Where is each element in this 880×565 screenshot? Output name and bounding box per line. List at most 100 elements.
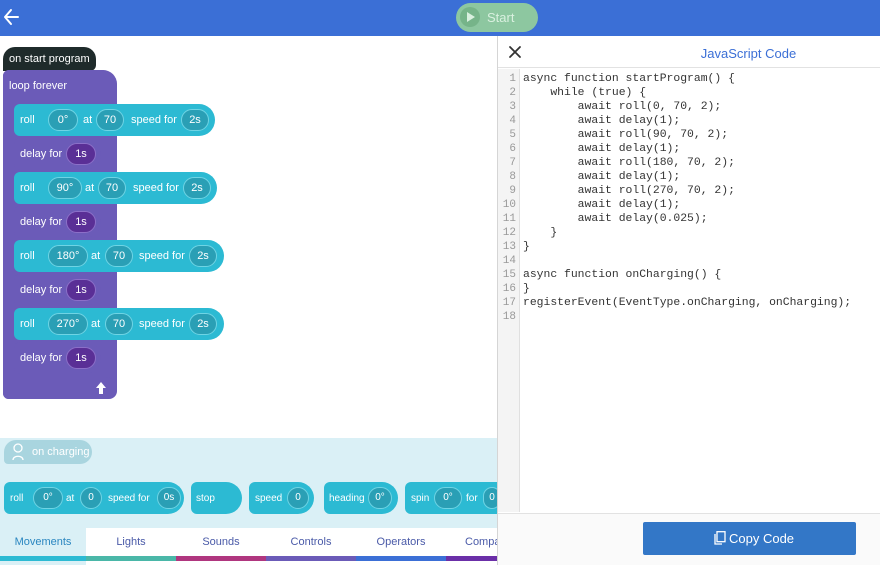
delay-input[interactable]: 1s: [66, 347, 96, 369]
tab-comparators[interactable]: Compa: [446, 528, 497, 565]
speed-input[interactable]: 70: [105, 313, 133, 335]
palette-heading-block[interactable]: heading 0°: [324, 482, 398, 514]
roll-keyword: roll: [20, 114, 35, 126]
at-keyword: at: [66, 493, 75, 504]
copy-icon: [714, 531, 726, 545]
delay-block[interactable]: delay for 1s: [14, 138, 101, 170]
line-number: 17: [502, 297, 516, 309]
line-number: 14: [502, 255, 516, 267]
delay-input[interactable]: 1s: [66, 279, 96, 301]
tab-movements[interactable]: Movements: [0, 528, 86, 565]
palette-spin-block[interactable]: spin 0° for 0: [405, 482, 501, 514]
copy-code-label: Copy Code: [729, 531, 795, 546]
code-line: await delay(1);: [523, 171, 681, 183]
copy-code-button[interactable]: Copy Code: [643, 522, 856, 555]
tab-lights[interactable]: Lights: [86, 528, 176, 565]
heading-input[interactable]: 180°: [48, 245, 88, 267]
back-button[interactable]: [2, 4, 24, 30]
tab-label: Movements: [14, 536, 72, 548]
code-panel-header: JavaScript Code: [498, 36, 880, 68]
on-start-program-block[interactable]: on start program: [3, 47, 96, 71]
tab-label: Controls: [290, 536, 332, 548]
speed-keyword: speed: [255, 493, 283, 504]
line-number: 2: [509, 87, 516, 99]
line-number: 3: [509, 101, 516, 113]
line-number: 15: [502, 269, 516, 281]
delay-block[interactable]: delay for 1s: [14, 342, 101, 374]
palette-roll-block[interactable]: roll 0° at 0 speed for 0s: [4, 482, 184, 514]
time-input[interactable]: 2s: [183, 177, 211, 199]
speed-input[interactable]: 70: [105, 245, 133, 267]
line-number: 6: [509, 143, 516, 155]
time-input[interactable]: 2s: [189, 245, 217, 267]
code-line: await delay(0.025);: [523, 213, 708, 225]
heading-input[interactable]: 0°: [48, 109, 78, 131]
delay-input[interactable]: 1s: [66, 143, 96, 165]
code-panel-title: JavaScript Code: [498, 46, 880, 61]
spin-keyword: spin: [411, 493, 430, 504]
line-number: 11: [502, 213, 516, 225]
heading-input[interactable]: 270°: [48, 313, 88, 335]
heading-input[interactable]: 0°: [368, 487, 392, 509]
code-editor[interactable]: async function startProgram() { while (t…: [520, 69, 880, 512]
heading-input[interactable]: 0°: [33, 487, 63, 509]
heading-input[interactable]: 90°: [48, 177, 82, 199]
block-workspace[interactable]: on start program loop forever roll 0° at…: [0, 36, 497, 441]
speed-for-keyword: speed for: [133, 182, 179, 194]
roll-block[interactable]: roll 180° at 70 speed for 2s: [14, 240, 224, 272]
code-line: }: [523, 241, 530, 253]
code-panel: JavaScript Code async function startProg…: [497, 36, 880, 565]
category-tabs: Movements Lights Sounds Controls Operato…: [0, 528, 497, 565]
tab-color-bar: [356, 556, 446, 561]
spin-input[interactable]: 0°: [434, 487, 462, 509]
line-number: 7: [509, 157, 516, 169]
speed-input[interactable]: 70: [98, 177, 126, 199]
loop-arrow-icon: [96, 382, 106, 394]
at-keyword: at: [83, 114, 93, 126]
code-line: await delay(1);: [523, 199, 681, 211]
palette-speed-block[interactable]: speed 0: [249, 482, 314, 514]
speed-input[interactable]: 0: [287, 487, 309, 509]
roll-block[interactable]: roll 0° at 70 speed for 2s: [14, 104, 215, 136]
for-keyword: for: [466, 493, 478, 504]
line-number: 10: [502, 199, 516, 211]
roll-block[interactable]: roll 90° at 70 speed for 2s: [14, 172, 217, 204]
loop-forever-header[interactable]: loop forever: [3, 70, 117, 102]
time-input[interactable]: 2s: [181, 109, 209, 131]
delay-block[interactable]: delay for 1s: [14, 206, 101, 238]
line-number: 12: [502, 227, 516, 239]
on-charging-block[interactable]: on charging: [4, 440, 92, 464]
delay-keyword: delay for: [20, 352, 63, 364]
speed-input[interactable]: 0: [80, 487, 102, 509]
speed-input[interactable]: 70: [96, 109, 124, 131]
code-line: await delay(1);: [523, 115, 681, 127]
delay-block[interactable]: delay for 1s: [14, 274, 101, 306]
start-button[interactable]: Start: [456, 3, 538, 32]
code-panel-title-text: JavaScript Code: [700, 46, 797, 61]
roll-keyword: roll: [20, 182, 35, 194]
delay-keyword: delay for: [20, 148, 63, 160]
at-keyword: at: [91, 318, 101, 330]
stop-keyword: stop: [196, 493, 215, 504]
tab-color-bar: [446, 556, 497, 561]
code-line: async function onCharging() {: [523, 269, 722, 281]
start-label: Start: [487, 10, 515, 25]
charging-icon: [12, 443, 24, 461]
tab-label: Compa: [465, 536, 497, 548]
roll-block[interactable]: roll 270° at 70 speed for 2s: [14, 308, 224, 340]
line-number: 16: [502, 283, 516, 295]
tab-operators[interactable]: Operators: [356, 528, 446, 565]
heading-keyword: heading: [329, 493, 365, 504]
delay-input[interactable]: 1s: [66, 211, 96, 233]
time-input[interactable]: 2s: [189, 313, 217, 335]
tab-sounds[interactable]: Sounds: [176, 528, 266, 565]
roll-keyword: roll: [10, 493, 24, 504]
time-input[interactable]: 0s: [157, 487, 181, 509]
tab-controls[interactable]: Controls: [266, 528, 356, 565]
tab-label: Lights: [116, 536, 146, 548]
play-icon: [460, 7, 480, 27]
on-charging-label: on charging: [32, 446, 90, 458]
palette-stop-block[interactable]: stop: [191, 482, 242, 514]
close-icon[interactable]: [508, 45, 522, 59]
code-line: await roll(270, 70, 2);: [523, 185, 735, 197]
